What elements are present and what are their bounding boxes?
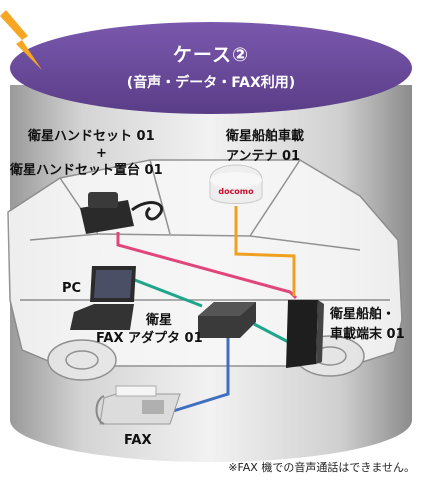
terminal-label-line1: 衛星船舶・ [330, 307, 396, 322]
antenna-icon: docomo [209, 164, 263, 204]
header-title: ケース② [172, 44, 250, 66]
terminal-label-line2: 車載端末 01 [330, 327, 405, 342]
footnote: ※FAX 機での音声通話はできません。 [228, 461, 415, 474]
pc-label: PC [62, 281, 82, 296]
antenna-cable [234, 206, 296, 296]
header-subtitle: (音声・データ・FAX利用) [126, 75, 296, 91]
fax-label: FAX [124, 433, 152, 448]
antenna-brand-text: docomo [218, 187, 254, 196]
fax-machine-icon [95, 385, 181, 425]
terminal-icon [286, 300, 324, 368]
plus-label: + [96, 146, 107, 161]
cradle-label: 衛星ハンドセット置台 01 [10, 163, 163, 178]
fax-adapter-label-line1: 衛星 [146, 313, 173, 328]
handset-label: 衛星ハンドセット 01 [28, 129, 155, 144]
fax-adapter-icon [198, 302, 256, 338]
fax-cable [169, 336, 230, 414]
fax-adapter-label-line2: FAX アダプタ 01 [96, 331, 203, 346]
lightning-icon [0, 10, 42, 70]
header-ellipse [10, 22, 412, 114]
laptop-icon [70, 266, 136, 330]
antenna-label-line2: アンテナ 01 [226, 149, 301, 164]
antenna-label-line1: 衛星船舶車載 [226, 129, 305, 144]
handset-icon [80, 192, 164, 234]
